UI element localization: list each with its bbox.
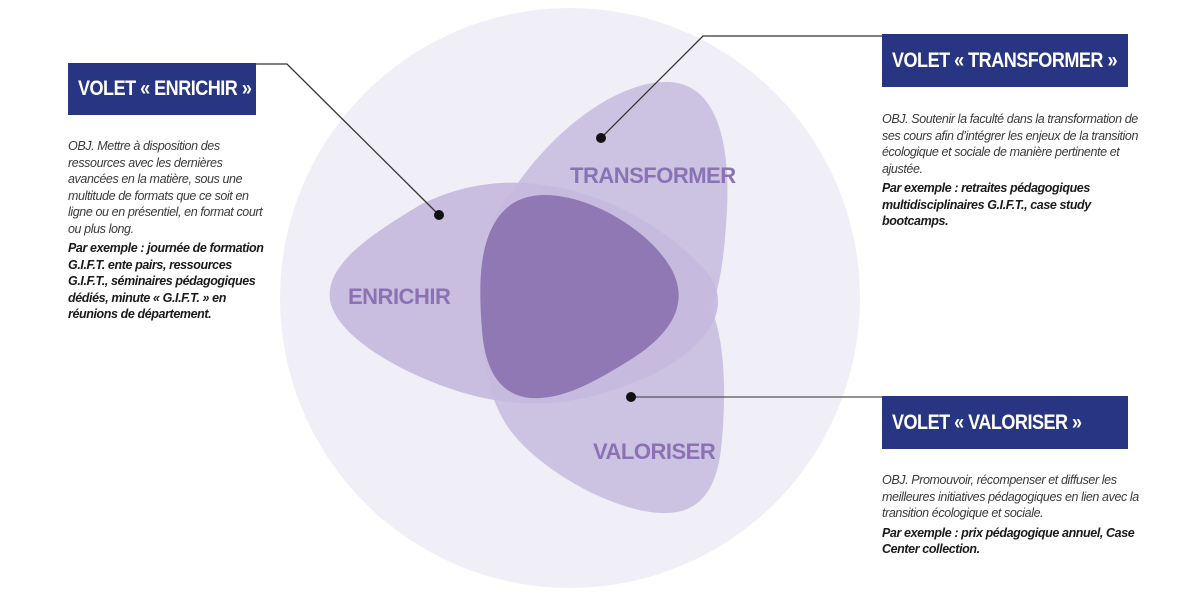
enrichir-label: ENRICHIR [348, 284, 451, 309]
transformer-dot [596, 133, 606, 143]
enrichir-dot [434, 210, 444, 220]
transformer-objective: OBJ. Soutenir la faculté dans la transfo… [882, 112, 1139, 176]
transformer-header: VOLET « TRANSFORMER » [882, 34, 1128, 87]
transformer-title: VOLET « TRANSFORMER » [892, 48, 1117, 72]
transformer-description: OBJ. Soutenir la faculté dans la transfo… [882, 111, 1142, 230]
enrichir-objective: OBJ. Mettre à disposition des ressources… [68, 139, 263, 236]
center-overlap [480, 195, 679, 399]
transformer-example: Par exemple : retraites pédagogiques mul… [882, 181, 1091, 228]
enrichir-description: OBJ. Mettre à disposition des ressources… [68, 138, 268, 323]
valoriser-objective: OBJ. Promouvoir, récompenser et diffuser… [882, 473, 1139, 520]
valoriser-example: Par exemple : prix pédagogique annuel, C… [882, 525, 1135, 557]
enrichir-connector [256, 63, 440, 216]
enrichir-header: VOLET « ENRICHIR » [68, 63, 256, 115]
valoriser-dot [626, 392, 636, 402]
transformer-label: TRANSFORMER [570, 163, 736, 188]
enrichir-title: VOLET « ENRICHIR » [78, 77, 252, 100]
valoriser-description: OBJ. Promouvoir, récompenser et diffuser… [882, 472, 1142, 558]
transformer-connector [600, 35, 882, 139]
valoriser-header: VOLET « VALORISER » [882, 396, 1128, 449]
valoriser-title: VOLET « VALORISER » [892, 410, 1082, 434]
enrichir-example: Par exemple : journée de formation G.I.F… [68, 241, 264, 321]
valoriser-label: VALORISER [593, 439, 716, 464]
